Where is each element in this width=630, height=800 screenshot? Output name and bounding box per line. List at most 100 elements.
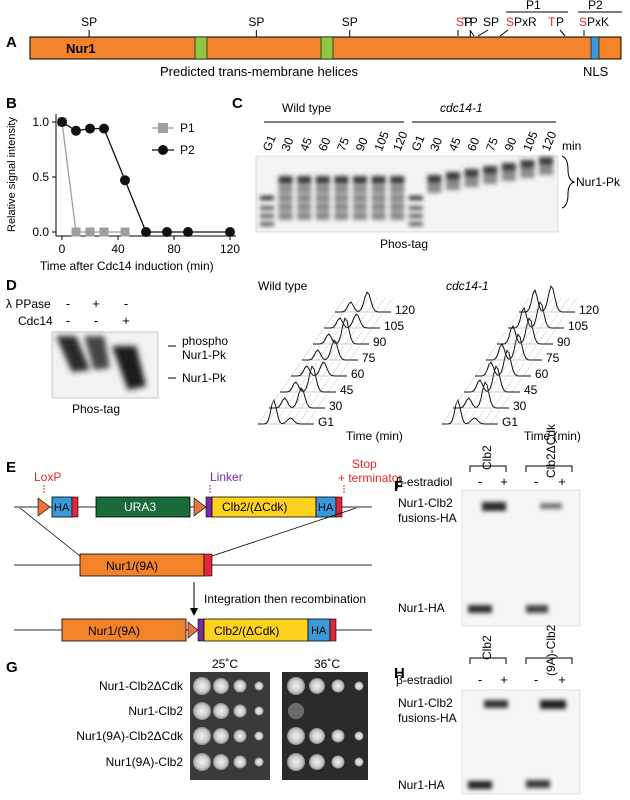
facs-time-label: 90 [373, 335, 387, 349]
lane-label: 90 [353, 135, 371, 153]
series-line-p2 [61, 121, 230, 233]
facs-hatch [539, 313, 551, 329]
facs-hatch [319, 377, 331, 393]
strain-label: Nur1-Clb2ΔCdk [99, 679, 184, 693]
colony-25 [254, 757, 264, 767]
signs-f: -+-+ [478, 474, 566, 489]
treat-h: β-estradiol [396, 673, 452, 687]
sign-cdc14: - [94, 313, 98, 328]
strain-label: Nur1(9A)-Clb2ΔCdk [76, 729, 184, 743]
point-p2 [183, 227, 193, 237]
site-label: SP [81, 15, 97, 29]
facs-hatch [301, 345, 313, 361]
ura3-label: URA3 [124, 500, 156, 514]
facs-time-label: 105 [568, 319, 588, 333]
sign-cdc14: + [122, 313, 130, 328]
signs-h: -+-+ [478, 672, 566, 687]
facs-histogram [442, 398, 498, 425]
p1-label: P1 [526, 0, 541, 12]
facs-histogram [258, 398, 314, 425]
lane-label: 60 [464, 135, 482, 153]
facs-hatch [344, 329, 356, 345]
nls-label: NLS [583, 64, 609, 79]
facs-hatch [312, 329, 324, 345]
facs-hatch [330, 361, 342, 377]
colony-25 [213, 754, 229, 770]
lane-label: G1 [409, 133, 428, 153]
facs-hatch [463, 377, 475, 393]
strain-labels: Nur1-Clb2ΔCdkNur1-Clb2Nur1(9A)-Clb2ΔCdkN… [76, 679, 184, 769]
facs-hatch [273, 409, 285, 425]
facs-hatch [558, 297, 570, 313]
colony-spots [193, 677, 364, 771]
facs-hatch [441, 409, 453, 425]
facs-histogram [464, 365, 520, 393]
strain-label: Nur1(9A)-Clb2 [106, 755, 184, 769]
gel-bands-h [468, 700, 566, 789]
band-nur1-ha-f: Nur1-HA [398, 601, 445, 615]
panel-label-f: F [394, 478, 403, 495]
colony-36 [354, 757, 364, 767]
facs-hatch [339, 313, 351, 329]
panel-label-b: B [6, 95, 17, 112]
facs-histogram [335, 291, 391, 313]
facs-hatch [525, 345, 537, 361]
colony-25 [254, 731, 264, 741]
lane-label: 90 [502, 135, 520, 153]
facs-hatch [507, 313, 519, 329]
colony-25 [233, 679, 247, 693]
legend: P1 P2 [152, 121, 195, 157]
point-p1 [71, 227, 81, 237]
facs-time-label: 120 [579, 303, 599, 317]
facs-hatch [338, 361, 350, 377]
colony-36 [354, 731, 364, 741]
site-label: SP [342, 15, 358, 29]
colony-25 [193, 677, 211, 695]
nur1-label-1: Nur1/(9A) [106, 559, 158, 573]
band-phospho: phospho [182, 334, 228, 348]
colony-36 [331, 755, 345, 769]
facs-hatch [268, 393, 280, 409]
linker-label: Linker [210, 470, 243, 484]
facs-histogram [313, 317, 369, 345]
facs-time-label: G1 [502, 415, 518, 429]
colony-36 [309, 728, 325, 744]
facs-hatch [465, 409, 477, 425]
nur1-fusion [61, 618, 187, 642]
row-lambda-ppase: λ PPase [6, 297, 51, 311]
cluster-s1: S [456, 15, 464, 29]
facs-time-label: 60 [351, 367, 365, 381]
facs-hatch [284, 393, 296, 409]
colony-36 [309, 678, 325, 694]
facs-hatch [495, 377, 507, 393]
sign-ppase: + [92, 296, 100, 311]
band-fusion-f-1: Nur1-Clb2 [398, 496, 453, 510]
lane-label: 60 [316, 135, 334, 153]
point-p2 [85, 123, 95, 134]
facs-hatch [506, 361, 518, 377]
facs-histogram [269, 387, 325, 409]
facs-hatch [328, 329, 340, 345]
facs-hatch [512, 329, 524, 345]
facs-hatch [297, 409, 309, 425]
cluster-p1: P [464, 15, 472, 29]
facs-histogram [324, 313, 380, 329]
ha-label-1: HA [54, 502, 70, 514]
facs-axis-wt: Time (min) [346, 429, 403, 443]
facs-hatch [452, 393, 464, 409]
band-fusion-h-1: Nur1-Clb2 [398, 696, 453, 710]
tm-helix-1 [194, 36, 208, 60]
row-cdc14: Cdc14 [18, 314, 53, 328]
phos-tag-d: Phos-tag [72, 402, 120, 416]
y-tick-label: 0.5 [32, 170, 49, 184]
facs-time-label: 30 [329, 399, 343, 413]
facs-hatch [547, 313, 559, 329]
facs-histogram [519, 285, 575, 313]
colony-36 [287, 677, 305, 695]
facs-time-label: 60 [535, 367, 549, 381]
col-9a-clb2-h: (9A)-Clb2 [544, 624, 558, 676]
x-tick-label: 40 [111, 242, 125, 256]
tm-helix-2 [320, 36, 334, 60]
facs-hatch [457, 409, 469, 425]
